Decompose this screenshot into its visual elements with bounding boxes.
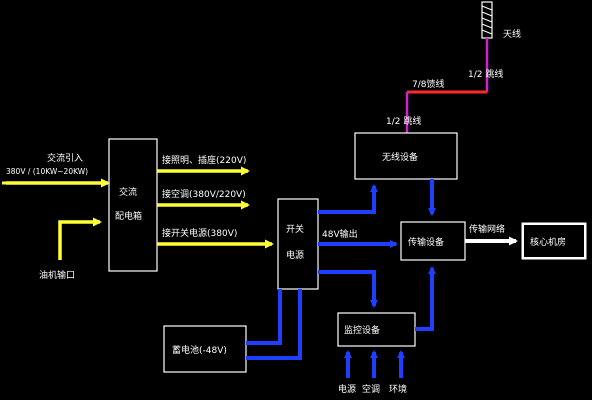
wireless-box bbox=[354, 132, 458, 180]
monitor-input-aircon-label: 空调 bbox=[362, 383, 380, 395]
monitor-label: 监控设备 bbox=[344, 324, 380, 336]
switch-power-box bbox=[277, 198, 319, 290]
dc-output-label: 48V输出 bbox=[322, 228, 358, 240]
monitor-to-transport-arrow bbox=[415, 266, 436, 331]
ac-input-label: 交流引入 bbox=[47, 152, 83, 164]
battery-box bbox=[163, 325, 247, 373]
core-room-inner bbox=[524, 225, 584, 257]
battery-label: 蓄电池(-48V) bbox=[172, 344, 227, 356]
output-lighting-label: 接照明、插座(220V) bbox=[162, 154, 246, 166]
distribution-box bbox=[108, 138, 158, 272]
feeder-label: 7/8馈线 bbox=[412, 78, 445, 90]
power-to-wireless-arrow bbox=[318, 184, 378, 214]
power-to-monitor-arrow bbox=[318, 270, 378, 308]
network-label: 传输网络 bbox=[469, 223, 505, 235]
ac-input-spec: 380V / (10KW~20KW) bbox=[6, 167, 88, 176]
antenna-label: 天线 bbox=[503, 28, 521, 40]
generator-port-label: 油机输口 bbox=[39, 269, 75, 281]
wireless-label: 无线设备 bbox=[382, 151, 418, 163]
transport-label: 传输设备 bbox=[408, 236, 444, 248]
generator-arrow bbox=[58, 217, 102, 260]
monitor-input-env-label: 环境 bbox=[389, 383, 407, 395]
jumper-bottom-label: 1/2 跳线 bbox=[386, 115, 421, 127]
output-switch-power-label: 接开关电源(380V) bbox=[162, 227, 237, 239]
jumper-top-label: 1/2 跳线 bbox=[468, 68, 503, 80]
battery-link-2 bbox=[246, 289, 302, 360]
monitor-input-power-label: 电源 bbox=[338, 383, 356, 395]
distribution-box-line2: 配电箱 bbox=[115, 210, 142, 222]
core-room-label: 核心机房 bbox=[530, 236, 566, 248]
output-aircon-label: 接空调(380V/220V) bbox=[162, 188, 246, 200]
switch-power-line1: 开关 bbox=[286, 223, 304, 235]
antenna-icon bbox=[481, 1, 493, 39]
distribution-box-line1: 交流 bbox=[119, 186, 137, 198]
switch-power-line2: 电源 bbox=[286, 249, 304, 261]
battery-link-1 bbox=[246, 289, 282, 345]
